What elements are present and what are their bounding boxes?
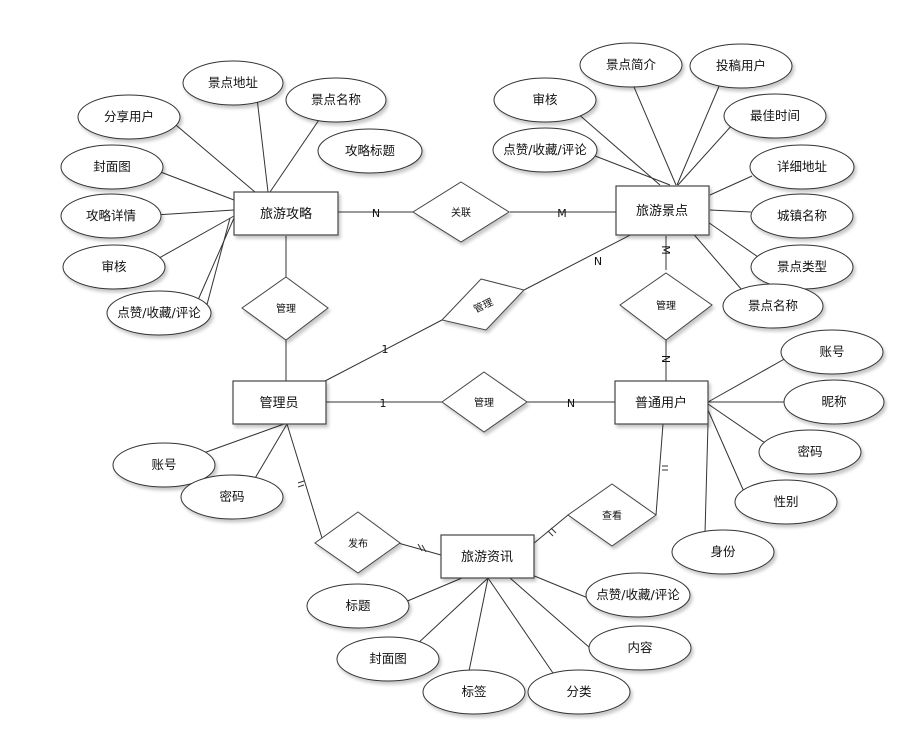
relationship-publish: 发布 bbox=[314, 511, 401, 574]
attribute-scenic-best-time-label: 最佳时间 bbox=[750, 108, 800, 123]
attribute-scenic-town: 城镇名称 bbox=[750, 193, 854, 239]
cardinality-scenic-assoc: M bbox=[557, 207, 567, 220]
attribute-strategy-cover: 封面图 bbox=[60, 144, 164, 190]
attribute-strategy-cover-label: 封面图 bbox=[93, 159, 131, 174]
attribute-strategy-share-user: 分享用户 bbox=[77, 94, 181, 140]
relationship-publish-label: 发布 bbox=[348, 537, 368, 550]
attribute-news-title-label: 标题 bbox=[345, 598, 371, 613]
entity-user-label: 普通用户 bbox=[635, 395, 687, 411]
attribute-strategy-detail-label: 攻略详情 bbox=[86, 208, 136, 223]
attribute-scenic-type: 景点类型 bbox=[750, 244, 854, 290]
entity-news-label: 旅游资讯 bbox=[461, 550, 513, 565]
attribute-news-like: 点赞/收藏/评论 bbox=[585, 572, 691, 618]
attribute-admin-account: 账号 bbox=[112, 442, 216, 488]
attribute-scenic-review: 审核 bbox=[493, 77, 597, 123]
attribute-admin-password: 密码 bbox=[180, 474, 284, 520]
attribute-strategy-review: 审核 bbox=[62, 244, 166, 290]
attribute-user-account-label: 账号 bbox=[819, 344, 844, 359]
relationship-manage-strategy-label: 管理 bbox=[276, 302, 296, 315]
cardinality-scenic-admin-manage: N bbox=[594, 255, 602, 268]
attribute-admin-password-label: 密码 bbox=[219, 489, 244, 504]
attribute-strategy-name: 景点名称 bbox=[285, 77, 387, 123]
relationship-view: 查看 bbox=[567, 483, 657, 547]
relationship-manage-user: 管理 bbox=[441, 371, 528, 433]
attribute-scenic-town-label: 城镇名称 bbox=[777, 208, 827, 223]
attribute-scenic-address: 详细地址 bbox=[749, 144, 855, 190]
attribute-news-title: 标题 bbox=[306, 583, 410, 629]
attribute-news-content: 内容 bbox=[588, 625, 692, 671]
cardinality-strategy-assoc: N bbox=[372, 207, 380, 220]
attribute-news-tag: 标签 bbox=[422, 669, 526, 715]
attribute-scenic-address-label: 详细地址 bbox=[777, 159, 828, 174]
attribute-user-nickname: 昵称 bbox=[783, 379, 885, 425]
attribute-strategy-title-label: 攻略标题 bbox=[345, 143, 396, 158]
tick-marks bbox=[297, 465, 668, 553]
attribute-news-content-label: 内容 bbox=[627, 640, 652, 655]
connector-lines bbox=[149, 79, 789, 677]
attribute-strategy-review-label: 审核 bbox=[101, 259, 127, 274]
relationship-manage-strategy: 管理 bbox=[241, 276, 329, 341]
relationship-manage-scenic: 管理 bbox=[441, 278, 525, 331]
attribute-scenic-intro: 景点简介 bbox=[579, 42, 683, 88]
attribute-news-like-label: 点赞/收藏/评论 bbox=[596, 587, 680, 602]
attribute-user-identity-label: 身份 bbox=[710, 544, 736, 559]
relationship-view-label: 查看 bbox=[602, 509, 622, 522]
attribute-user-password: 密码 bbox=[758, 429, 862, 475]
attribute-scenic-type-label: 景点类型 bbox=[777, 259, 827, 274]
attribute-scenic-like-label: 点赞/收藏/评论 bbox=[503, 142, 587, 157]
attribute-news-cover-label: 封面图 bbox=[369, 651, 407, 666]
attribute-scenic-best-time: 最佳时间 bbox=[723, 93, 827, 139]
entity-strategy-label: 旅游攻略 bbox=[260, 206, 312, 222]
cardinality-labels: N M N 1 1 N M N bbox=[372, 207, 672, 410]
relationship-associate-label: 关联 bbox=[451, 206, 471, 219]
attribute-news-category: 分类 bbox=[527, 669, 631, 715]
attribute-user-identity: 身份 bbox=[671, 529, 775, 575]
attribute-scenic-name-label: 景点名称 bbox=[748, 298, 798, 313]
entity-scenic: 旅游景点 bbox=[615, 185, 710, 236]
attribute-user-password-label: 密码 bbox=[797, 444, 822, 459]
cardinality-user-admin-manage: N bbox=[567, 397, 575, 410]
cardinality-admin-scenic-manage: 1 bbox=[382, 343, 389, 356]
attribute-user-gender-label: 性别 bbox=[773, 494, 798, 509]
attribute-scenic-review-label: 审核 bbox=[532, 92, 558, 107]
attribute-user-account: 账号 bbox=[780, 329, 884, 375]
attribute-news-category-label: 分类 bbox=[566, 684, 592, 699]
entity-news: 旅游资讯 bbox=[440, 534, 535, 579]
attribute-strategy-address-label: 景点地址 bbox=[208, 75, 259, 90]
attribute-strategy-like: 点赞/收藏/评论 bbox=[106, 290, 212, 336]
entity-strategy: 旅游攻略 bbox=[233, 191, 339, 236]
attribute-user-nickname-label: 昵称 bbox=[821, 394, 846, 409]
entity-user: 普通用户 bbox=[614, 380, 709, 425]
relationship-manage-user-label: 管理 bbox=[474, 396, 494, 409]
attribute-admin-account-label: 账号 bbox=[151, 457, 176, 472]
attribute-strategy-like-label: 点赞/收藏/评论 bbox=[117, 305, 201, 320]
relationship-associate: 关联 bbox=[412, 181, 510, 243]
cardinality-scenic-user-manage: M bbox=[659, 245, 672, 255]
attribute-scenic-name: 景点名称 bbox=[722, 283, 824, 329]
cardinality-user-scenic-manage: N bbox=[659, 355, 672, 363]
attribute-strategy-title: 攻略标题 bbox=[317, 128, 423, 174]
attribute-user-gender: 性别 bbox=[734, 479, 838, 525]
attribute-news-cover: 封面图 bbox=[336, 636, 440, 682]
attribute-strategy-detail: 攻略详情 bbox=[60, 193, 162, 239]
attribute-news-tag-label: 标签 bbox=[461, 684, 487, 699]
entity-admin: 管理员 bbox=[232, 380, 327, 425]
entity-admin-label: 管理员 bbox=[259, 396, 298, 411]
cardinality-admin-user-manage: 1 bbox=[380, 397, 387, 410]
attribute-scenic-submitter: 投稿用户 bbox=[689, 43, 793, 89]
attribute-strategy-address: 景点地址 bbox=[182, 60, 284, 106]
attribute-scenic-intro-label: 景点简介 bbox=[606, 57, 657, 72]
attribute-scenic-submitter-label: 投稿用户 bbox=[716, 58, 766, 73]
relationship-manage-scenic-user-label: 管理 bbox=[656, 299, 676, 312]
relationship-manage-scenic-user: 管理 bbox=[619, 272, 713, 341]
entity-scenic-label: 旅游景点 bbox=[636, 204, 688, 219]
attribute-scenic-like: 点赞/收藏/评论 bbox=[492, 127, 598, 173]
attribute-strategy-name-label: 景点名称 bbox=[311, 92, 361, 107]
attribute-strategy-share-user-label: 分享用户 bbox=[104, 109, 154, 124]
